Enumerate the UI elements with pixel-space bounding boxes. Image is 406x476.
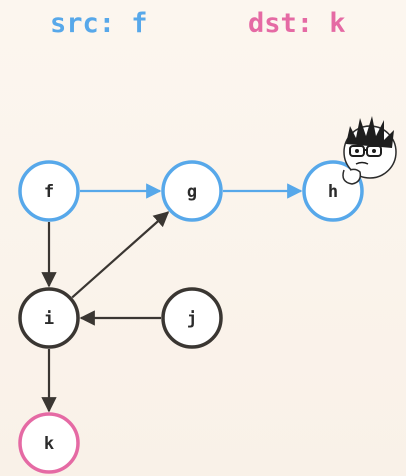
node-label-g: g <box>187 182 197 202</box>
edges-layer <box>41 183 303 413</box>
node-label-k: k <box>44 434 54 454</box>
thinking-face-icon <box>342 116 397 185</box>
node-label-i: i <box>44 309 54 329</box>
node-k: k <box>18 412 80 474</box>
node-j: j <box>161 287 223 349</box>
edge-i-g <box>71 211 170 299</box>
node-label-f: f <box>44 182 54 202</box>
node-i: i <box>18 287 80 349</box>
node-circle-i <box>18 287 80 349</box>
node-circle-f <box>18 160 80 222</box>
node-label-j: j <box>187 309 197 329</box>
node-circle-j <box>161 287 223 349</box>
node-label-h: h <box>328 182 338 202</box>
nodes-layer: f g h i j k <box>18 160 364 474</box>
node-g: g <box>161 160 223 222</box>
destination-label: dst: k <box>248 8 346 39</box>
source-label: src: f <box>50 8 148 39</box>
node-circle-g <box>161 160 223 222</box>
node-circle-k <box>18 412 80 474</box>
node-f: f <box>18 160 80 222</box>
